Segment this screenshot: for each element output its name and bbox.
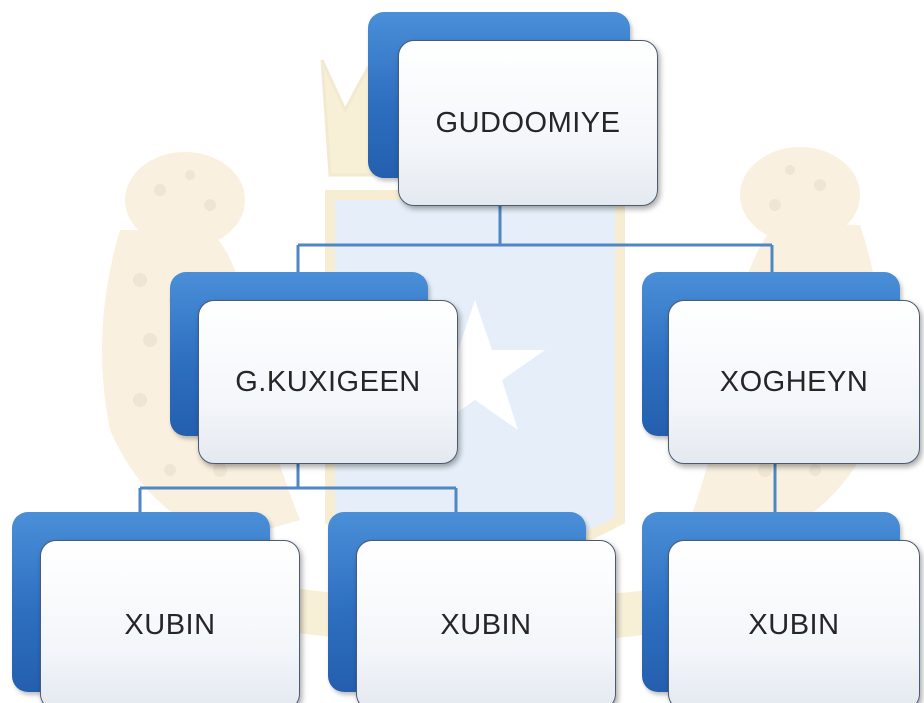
node-root-box: GUDOOMIYE	[398, 40, 658, 206]
node-root: GUDOOMIYE	[368, 12, 660, 208]
node-level2-left: G.KUXIGEEN	[170, 272, 460, 466]
node-level2-left-box: G.KUXIGEEN	[198, 300, 458, 464]
node-level3-2-label: XUBIN	[440, 608, 532, 641]
node-level3-2-box: XUBIN	[356, 540, 616, 703]
node-level3-2: XUBIN	[328, 512, 618, 703]
node-level2-right-label: XOGHEYN	[719, 365, 869, 398]
node-level2-left-label: G.KUXIGEEN	[235, 365, 421, 398]
node-level3-3: XUBIN	[642, 512, 922, 703]
node-level2-right: XOGHEYN	[642, 272, 922, 466]
node-level3-1-label: XUBIN	[124, 608, 216, 641]
node-level3-3-label: XUBIN	[748, 608, 840, 641]
node-level3-3-box: XUBIN	[668, 540, 920, 703]
node-level2-right-box: XOGHEYN	[668, 300, 920, 464]
node-level3-1: XUBIN	[12, 512, 302, 703]
node-root-label: GUDOOMIYE	[435, 106, 621, 139]
node-level3-1-box: XUBIN	[40, 540, 300, 703]
